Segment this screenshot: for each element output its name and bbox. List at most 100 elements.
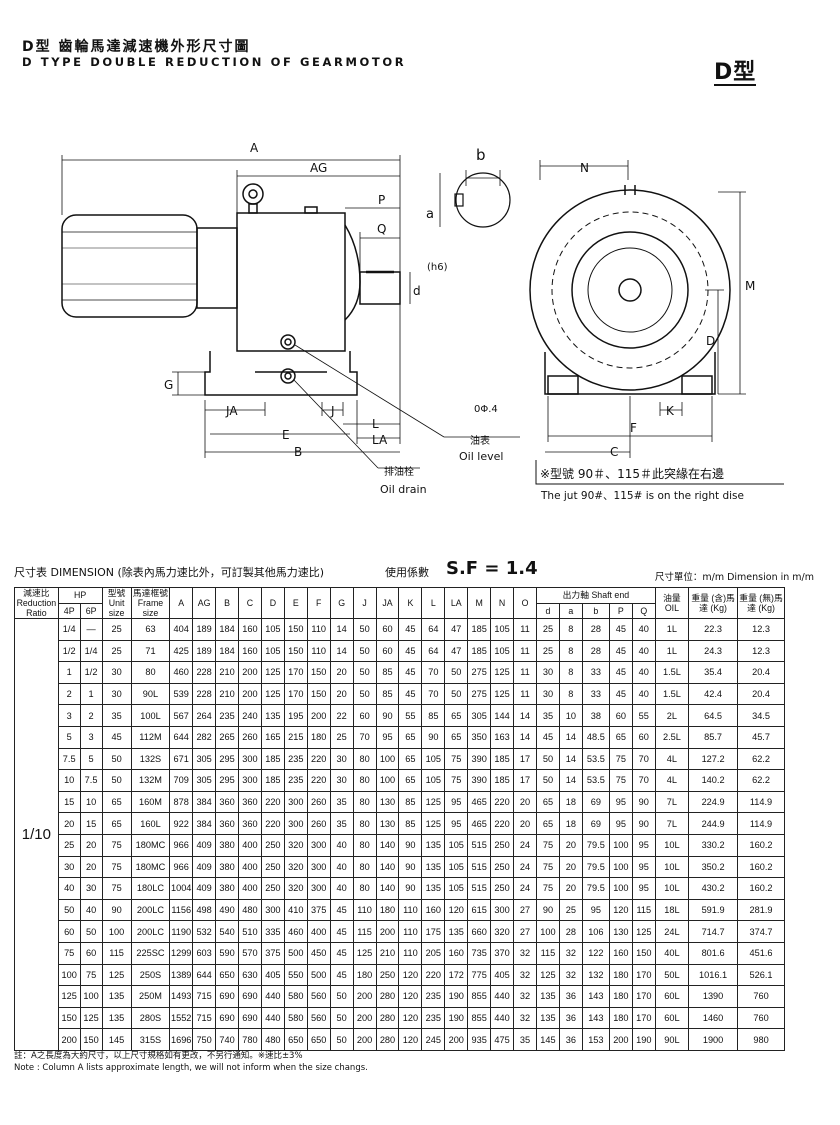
table-cell: 189 (192, 639, 217, 663)
table-cell: 740 (215, 1028, 239, 1051)
col-K: K (398, 587, 423, 619)
table-cell: 40L (654, 941, 690, 965)
table-cell: 210 (375, 941, 400, 965)
table-cell: 32 (558, 941, 583, 965)
table-cell: 35.4 (688, 661, 739, 684)
table-cell: 264 (192, 704, 217, 727)
front-view (529, 185, 731, 395)
table-cell: 510 (238, 920, 262, 943)
table-cell: 650 (215, 963, 239, 987)
table-cell: 205 (421, 941, 446, 965)
table-cell: 240 (238, 704, 262, 727)
table-cell: 24.3 (688, 639, 739, 663)
table-cell: 135 (535, 1006, 560, 1030)
table-cell: 690 (238, 1006, 262, 1030)
table-cell: 80 (352, 769, 377, 792)
table-cell: 409 (192, 877, 217, 900)
table-cell: 715 (192, 1006, 217, 1030)
table-cell: 280S (130, 1006, 171, 1030)
table-cell: 500 (283, 941, 308, 965)
table-cell: 11 (513, 661, 537, 684)
table-cell: 935 (467, 1028, 492, 1051)
col-JA: JA (375, 587, 400, 619)
base-feet (204, 351, 358, 396)
table-cell: 260 (306, 812, 331, 835)
table-cell: 3 (79, 725, 103, 749)
table-cell: 150 (57, 1006, 81, 1030)
col-weight-without-motor: 重量 (無)馬達 (Kg) (737, 587, 785, 619)
table-cell: 235 (421, 985, 446, 1008)
table-cell: 55 (398, 704, 423, 727)
table-cell: 11 (513, 639, 537, 663)
table-cell: 143 (581, 985, 610, 1008)
table-cell: 80 (130, 661, 171, 684)
table-cell: 515 (467, 877, 492, 900)
table-cell: 50 (444, 661, 469, 684)
table-cell: 10L (654, 855, 690, 879)
label-a: a (426, 207, 434, 222)
table-cell: 95 (581, 898, 610, 922)
table-cell: 245 (421, 1028, 446, 1051)
table-cell: 85 (398, 812, 423, 835)
label-JA: JA (225, 404, 238, 418)
table-cell: 250S (130, 963, 171, 987)
table-cell: 35 (535, 704, 560, 727)
label-J: J (330, 404, 335, 418)
table-cell: 250 (260, 855, 285, 879)
table-cell: 1900 (688, 1028, 739, 1051)
table-cell: 360 (215, 812, 239, 835)
table-cell: 24 (513, 855, 537, 879)
table-cell: 250 (490, 855, 515, 879)
table-cell: 34.5 (737, 704, 785, 727)
table-cell: 760 (737, 1006, 785, 1030)
table-cell: 1016.1 (688, 963, 739, 987)
col-shaft-d: d (535, 602, 560, 619)
table-cell: 30 (101, 661, 132, 684)
table-cell: 45 (608, 618, 633, 641)
table-cell: 100 (608, 855, 633, 879)
table-cell: 5 (57, 725, 81, 749)
table-cell: 144 (490, 704, 515, 727)
table-cell: 404 (169, 618, 194, 641)
table-cell: 24 (513, 877, 537, 900)
table-cell: 25 (329, 725, 354, 749)
table-cell: 300 (306, 877, 331, 900)
table-cell: 220 (490, 790, 515, 814)
table-cell: 2 (57, 682, 81, 706)
label-b: b (476, 146, 486, 164)
table-cell: 50 (535, 747, 560, 771)
table-cell: 150 (631, 941, 656, 965)
table-cell: 644 (169, 725, 194, 749)
table-cell: 30 (535, 682, 560, 706)
table-cell: 135 (421, 833, 446, 857)
table-cell: 709 (169, 769, 194, 792)
table-cell: 40 (631, 639, 656, 663)
oil-level-cn: 油表 (470, 434, 490, 447)
table-cell: 120 (608, 898, 633, 922)
col-J: J (352, 587, 377, 619)
table-cell: 60 (608, 704, 633, 727)
col-hp: HP (57, 587, 103, 604)
table-cell: 125 (260, 661, 285, 684)
table-cell: 195 (283, 704, 308, 727)
table-cell: 20 (558, 877, 583, 900)
table-cell: 200 (238, 661, 262, 684)
table-cell: 75 (101, 833, 132, 857)
table-cell: 110 (306, 618, 331, 641)
table-cell: 190 (444, 985, 469, 1008)
table-cell: 966 (169, 855, 194, 879)
table-cell: 90 (398, 877, 423, 900)
table-cell: 360 (238, 812, 262, 835)
table-cell: 79.5 (581, 833, 610, 857)
eye-bolt (242, 183, 264, 205)
table-cell: 375 (260, 941, 285, 965)
col-A: A (169, 587, 194, 619)
table-cell: 100 (57, 963, 81, 987)
table-cell: 75 (444, 769, 469, 792)
table-cell: 60 (375, 639, 400, 663)
table-cell: 12.3 (737, 639, 785, 663)
label-P: P (378, 193, 385, 207)
